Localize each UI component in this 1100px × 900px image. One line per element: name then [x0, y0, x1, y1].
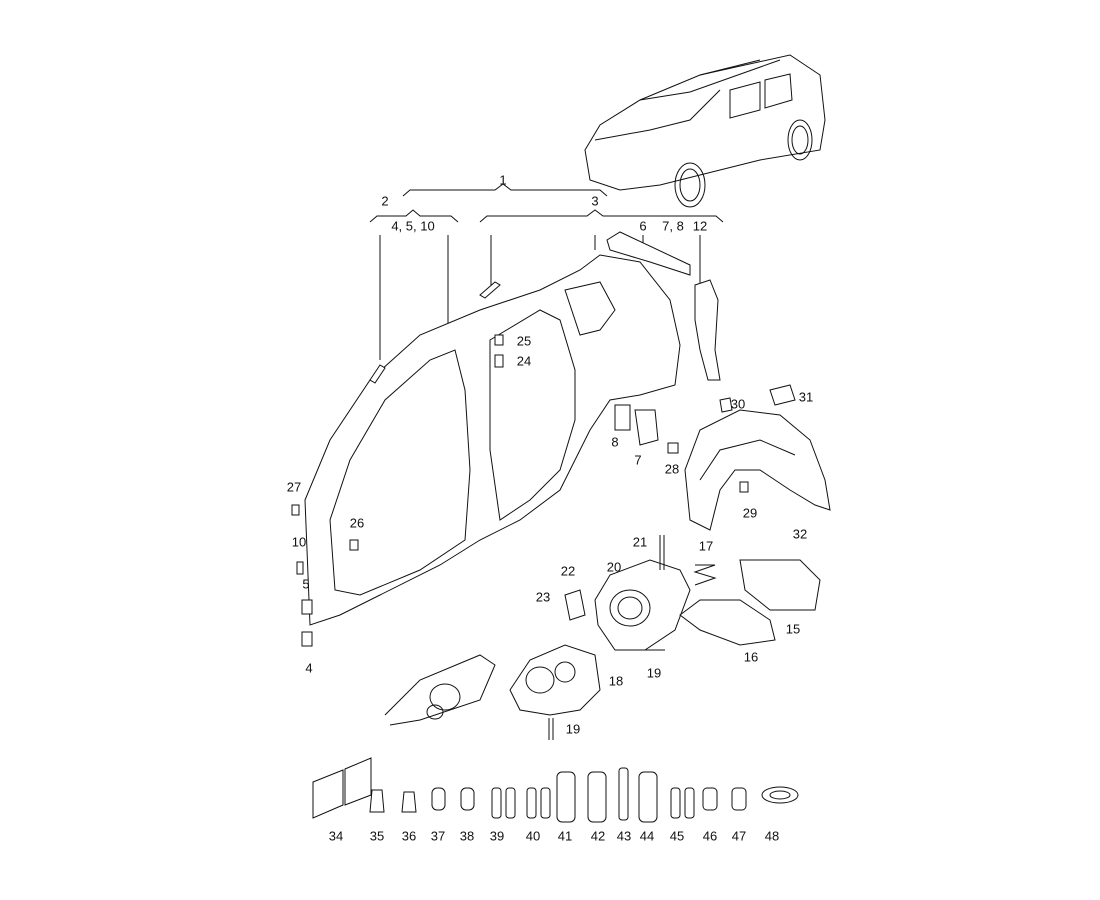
callout-label: 35 [369, 828, 385, 844]
callout-label: 46 [702, 828, 718, 844]
callout-label: 4, 5, 10 [391, 218, 435, 234]
callout-label: 26 [349, 515, 365, 531]
callout-label: 34 [328, 828, 344, 844]
callout-label: 16 [743, 649, 759, 665]
callout-label: 39 [489, 828, 505, 844]
callout-label: 32 [792, 526, 808, 542]
callout-label: 30 [730, 396, 746, 412]
wheel-housing-liner [684, 409, 831, 531]
callout-label: 28 [664, 461, 680, 477]
callout-label: 22 [560, 563, 576, 579]
callout-label: 7 [634, 452, 642, 468]
callout-label: 3 [591, 193, 599, 209]
callout-label: 42 [590, 828, 606, 844]
callout-label: 5 [302, 576, 310, 592]
consumables-row [312, 757, 799, 823]
callout-label: 10 [291, 534, 307, 550]
callout-label: 27 [286, 479, 302, 495]
callout-label: 4 [305, 660, 313, 676]
callout-label: 40 [525, 828, 541, 844]
callout-label: 31 [798, 389, 814, 405]
callout-label: 19 [646, 665, 662, 681]
callout-label: 24 [516, 353, 532, 369]
callout-label: 15 [785, 621, 801, 637]
callout-label: 7, 8 [662, 218, 684, 234]
callout-label: 37 [430, 828, 446, 844]
callout-label: 6 [639, 218, 647, 234]
small-parts [291, 334, 796, 647]
callout-label: 20 [606, 559, 622, 575]
callout-label: 17 [698, 538, 714, 554]
vehicle-illustration [584, 54, 826, 208]
assembly-brackets [369, 183, 724, 360]
callout-label: 2 [381, 193, 389, 209]
callout-label: 12 [692, 218, 708, 234]
callout-label: 8 [611, 434, 619, 450]
callout-label: 25 [516, 333, 532, 349]
callout-label: 23 [535, 589, 551, 605]
callout-label: 45 [669, 828, 685, 844]
callout-label: 21 [632, 534, 648, 550]
callout-label: 44 [639, 828, 655, 844]
callout-label: 48 [764, 828, 780, 844]
callout-label: 18 [608, 673, 624, 689]
callout-label: 1 [499, 172, 507, 188]
callout-label: 36 [401, 828, 417, 844]
callout-label: 41 [557, 828, 573, 844]
side-panel [304, 231, 721, 626]
callout-label: 38 [459, 828, 475, 844]
callout-label: 43 [616, 828, 632, 844]
callout-label: 19 [565, 721, 581, 737]
fuel-filler-assembly [384, 535, 821, 740]
callout-label: 29 [742, 505, 758, 521]
callout-label: 47 [731, 828, 747, 844]
